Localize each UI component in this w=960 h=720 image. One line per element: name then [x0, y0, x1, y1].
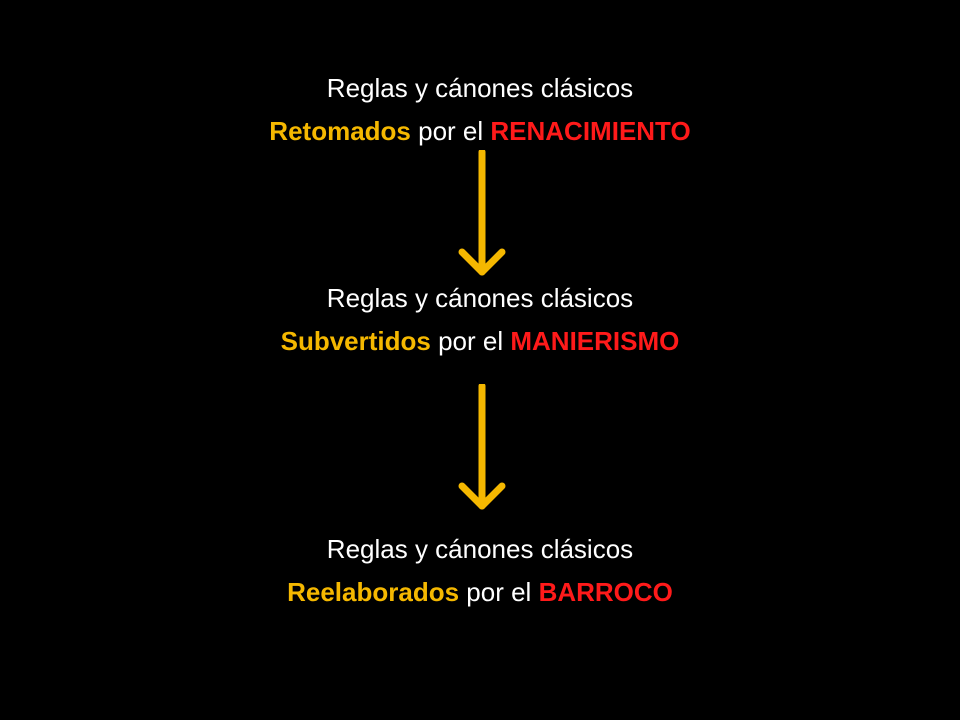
stage-1-rule-text: Reglas y cánones clásicos	[326, 73, 634, 103]
stage-3-rule-text: Reglas y cánones clásicos	[326, 534, 634, 564]
stage-2-movement: MANIERISMO	[510, 326, 680, 356]
stage-2-connector: por el	[438, 326, 504, 356]
down-arrow-icon	[458, 150, 506, 276]
stage-3-caption: Reelaborados por el BARROCO	[0, 576, 960, 608]
stage-1-connector: por el	[418, 116, 484, 146]
stage-2-keyword: Subvertidos	[280, 326, 431, 356]
stage-1-movement: RENACIMIENTO	[490, 116, 691, 146]
down-arrow-icon	[458, 384, 506, 510]
stage-2-rule-text: Reglas y cánones clásicos	[326, 283, 634, 313]
stage-1-caption: Retomados por el RENACIMIENTO	[0, 115, 960, 147]
stage-2-caption: Subvertidos por el MANIERISMO	[0, 325, 960, 357]
stage-3-movement: BARROCO	[538, 577, 673, 607]
stage-3-connector: por el	[466, 577, 532, 607]
stage-1-keyword: Retomados	[269, 116, 411, 146]
stage-3-keyword: Reelaborados	[287, 577, 460, 607]
